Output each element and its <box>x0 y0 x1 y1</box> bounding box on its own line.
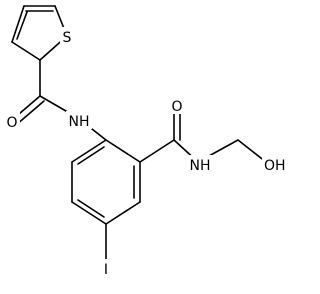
atom-i-label: I <box>104 262 108 278</box>
bond <box>71 139 107 163</box>
atom-nh-thiophene-amide: NH <box>66 111 92 130</box>
atom-i: I <box>100 259 112 278</box>
bond <box>105 139 141 163</box>
atom-s: S <box>60 27 74 46</box>
atom-o-thiophene-amide-label: O <box>6 115 17 131</box>
bond-double <box>15 100 45 126</box>
bond <box>105 201 141 225</box>
atom-oh: OH <box>262 155 292 174</box>
bond-double-inner <box>77 146 105 165</box>
bond <box>71 201 107 225</box>
benzene-ring <box>71 139 141 225</box>
atom-nh-thiophene-amide-label: NH <box>69 114 90 130</box>
thiophene-ring <box>11 5 68 61</box>
bond-double-inner <box>16 11 28 40</box>
benzamide-bonds <box>139 109 267 163</box>
bond <box>11 41 41 61</box>
atom-o-benzamide: O <box>169 96 185 115</box>
atom-s-label: S <box>63 30 72 46</box>
atom-o-thiophene-amide: O <box>4 112 20 131</box>
bond <box>237 139 267 163</box>
bond <box>139 139 175 163</box>
bond <box>11 5 25 43</box>
chemical-structure-diagram: S O NH O NH OH I <box>4 5 292 278</box>
atom-o-benzamide-label: O <box>171 99 182 115</box>
atom-nh-benzamide: NH <box>187 155 213 174</box>
atom-nh-benzamide-label: NH <box>190 158 211 174</box>
bond-double-inner <box>77 199 105 218</box>
atom-oh-label: OH <box>264 158 286 174</box>
